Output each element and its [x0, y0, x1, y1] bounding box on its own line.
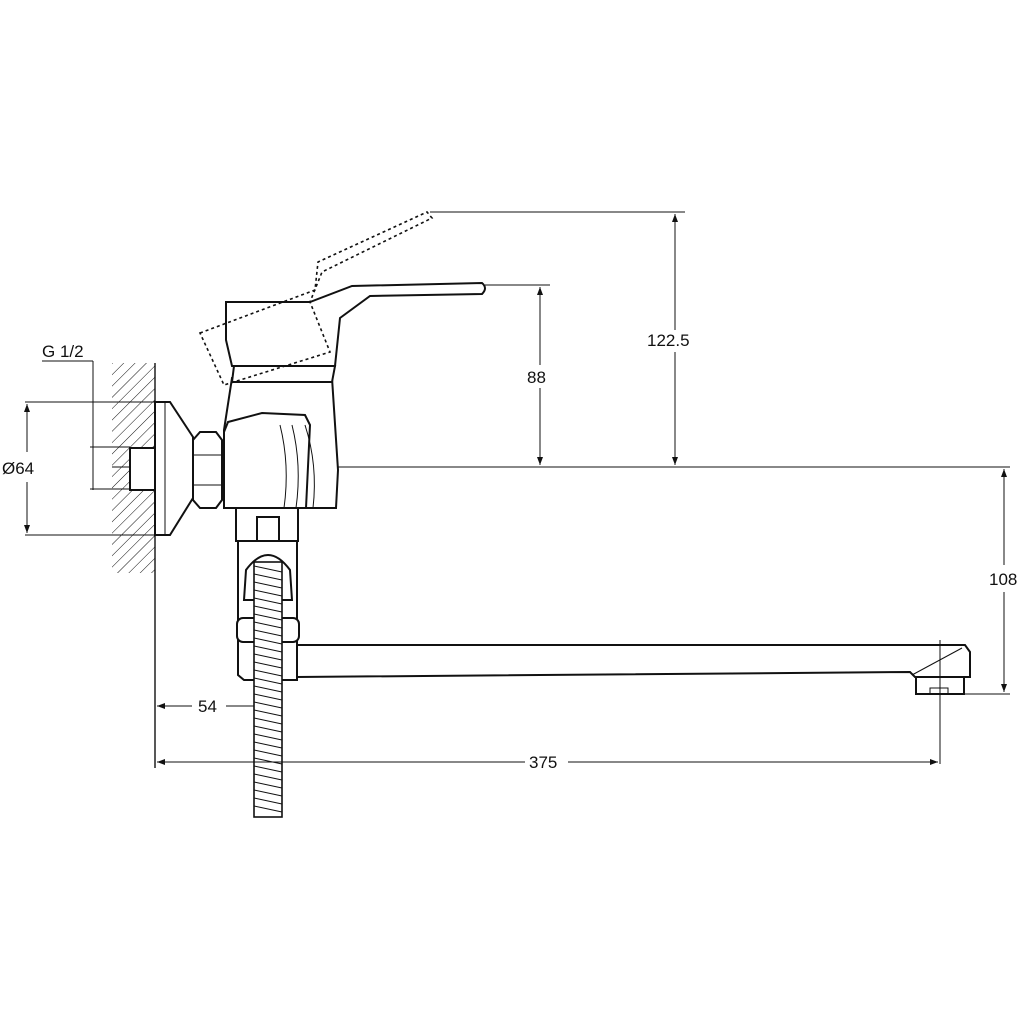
- shower-hose: [253, 561, 283, 818]
- dimension-108: 108: [965, 469, 1017, 695]
- raised-handle-height-label: 122.5: [647, 331, 690, 350]
- spout-reach-label: 375: [529, 753, 557, 772]
- dimension-54: 54: [157, 697, 254, 716]
- spout: [296, 644, 971, 695]
- dimension-122-5: 122.5: [430, 211, 690, 465]
- flange-diameter-label: Ø64: [2, 459, 34, 478]
- lever-handle[interactable]: [225, 281, 486, 383]
- wall-section: [112, 363, 156, 768]
- lever-raised-position: [198, 211, 434, 386]
- dimension-375: 375: [157, 640, 941, 772]
- handle-height-label: 88: [527, 368, 546, 387]
- thread-label: G 1/2: [42, 342, 84, 361]
- thread-callout: G 1/2: [42, 342, 130, 490]
- wall-flange: [129, 401, 223, 536]
- dimension-88: 88: [485, 284, 550, 465]
- spout-drop-label: 108: [989, 570, 1017, 589]
- hose-offset-label: 54: [198, 697, 217, 716]
